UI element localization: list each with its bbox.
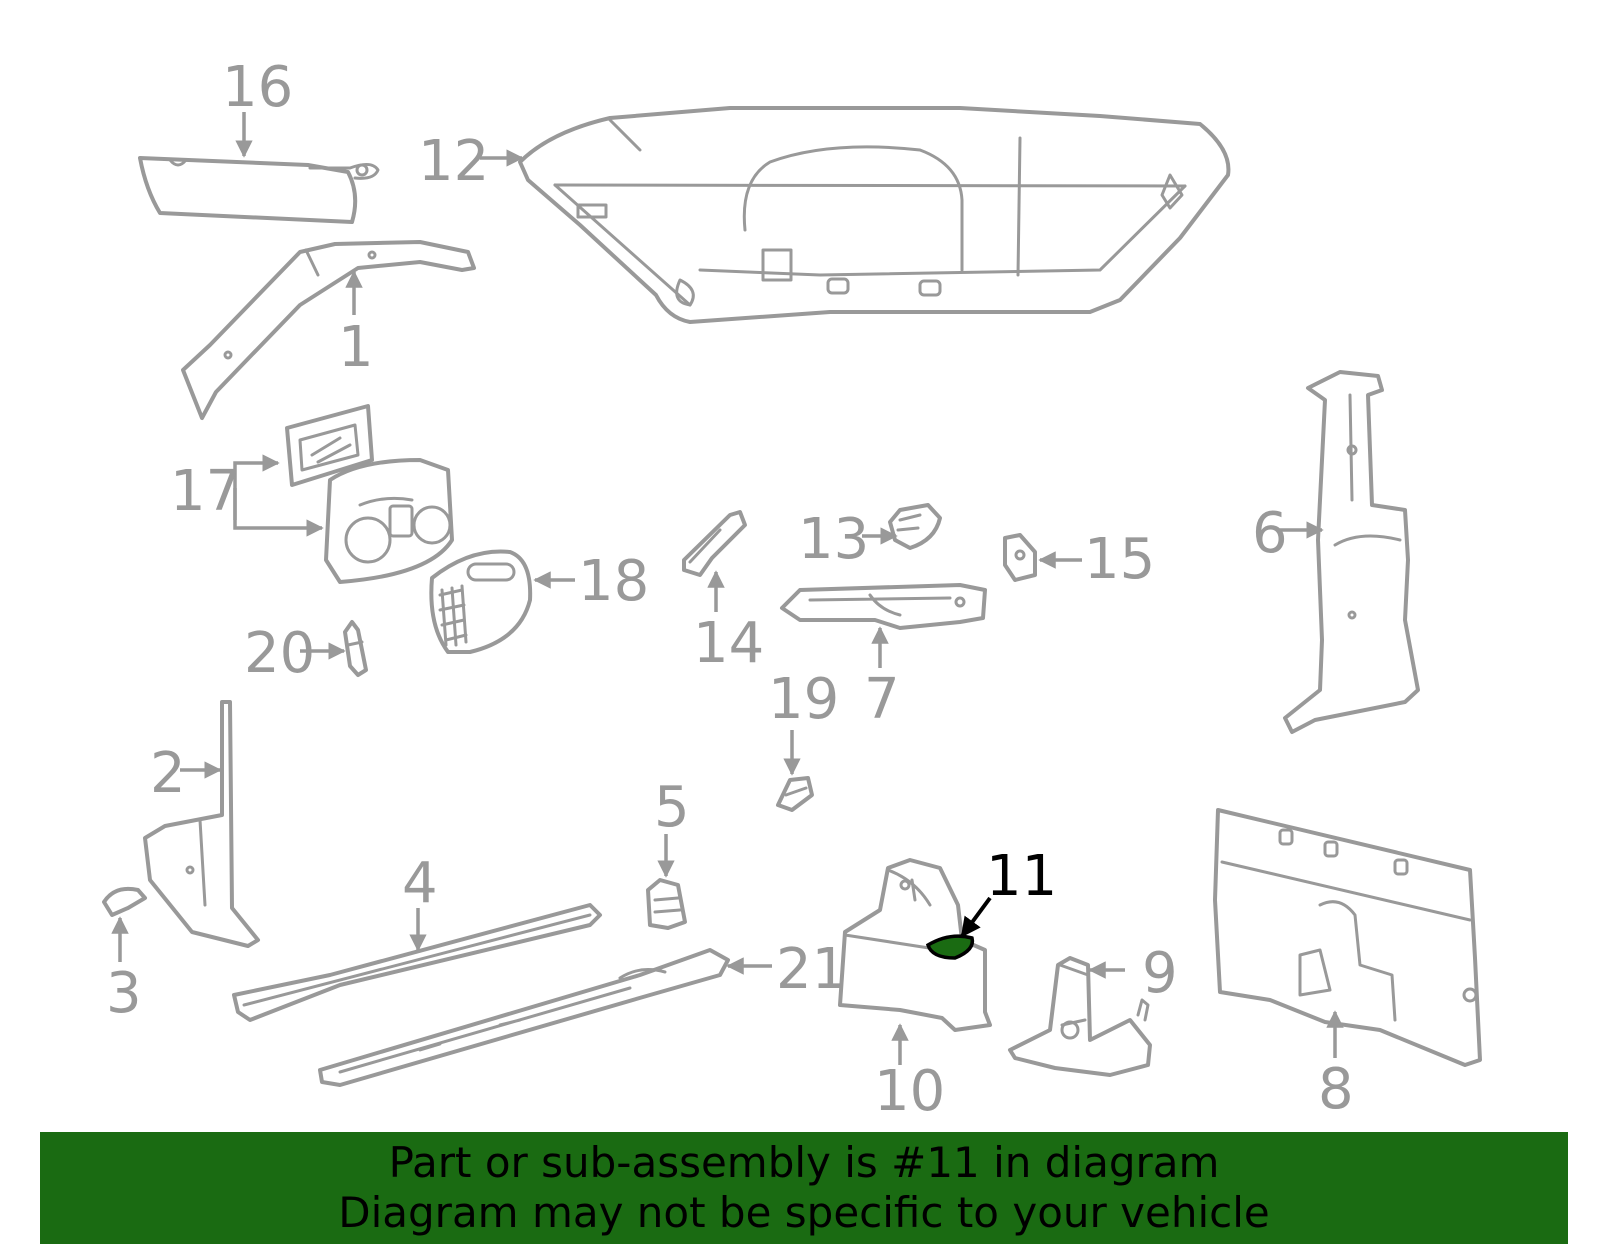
callout-13: 13 [798, 507, 869, 572]
callout-7: 7 [864, 667, 900, 732]
part-1-a-pillar-trim[interactable] [181, 240, 476, 420]
part-7-trim-bracket[interactable] [780, 583, 987, 630]
callout-16: 16 [222, 55, 293, 120]
banner-line-2: Diagram may not be specific to your vehi… [338, 1188, 1270, 1237]
callout-1: 1 [338, 315, 374, 380]
part-11-cap-highlighted[interactable] [925, 934, 975, 960]
callout-21: 21 [776, 937, 847, 1002]
callout-11: 11 [986, 844, 1057, 909]
arrow-11 [960, 896, 992, 938]
arrow-17a [233, 454, 280, 520]
callout-20: 20 [244, 621, 315, 686]
callout-3: 3 [106, 961, 142, 1026]
part-3-push-pin[interactable] [102, 886, 147, 917]
callout-2: 2 [150, 741, 186, 806]
part-13-clip[interactable] [888, 503, 942, 550]
callout-4: 4 [402, 851, 438, 916]
callout-10: 10 [874, 1059, 945, 1124]
part-9-buckle-bracket[interactable] [1008, 956, 1152, 1077]
part-14-bracket[interactable] [682, 510, 747, 577]
callout-18: 18 [578, 549, 649, 614]
part-18-lamp-lens[interactable] [429, 549, 533, 654]
part-21-scuff-plate[interactable] [318, 948, 730, 1087]
callout-12: 12 [418, 129, 489, 194]
arrow-17b [233, 488, 324, 537]
callout-19: 19 [768, 667, 839, 732]
callout-15: 15 [1084, 527, 1155, 592]
part-2-pillar-trim[interactable] [143, 700, 260, 948]
part-16-sun-visor[interactable] [138, 156, 380, 224]
part-15-clip[interactable] [1003, 533, 1037, 582]
part-5-bracket[interactable] [646, 878, 687, 930]
callout-5: 5 [654, 775, 690, 840]
info-banner: Part or sub-assembly is #11 in diagram D… [40, 1132, 1568, 1244]
part-20-bulb[interactable] [343, 620, 368, 677]
banner-line-1: Part or sub-assembly is #11 in diagram [388, 1138, 1220, 1187]
callout-17: 17 [170, 459, 241, 524]
part-12-headliner[interactable] [518, 106, 1231, 324]
part-17-overhead-console[interactable] [285, 404, 454, 584]
part-19-bulb[interactable] [776, 776, 814, 812]
callout-14: 14 [693, 611, 764, 676]
callout-6: 6 [1252, 501, 1288, 566]
part-6-b-pillar-trim[interactable] [1283, 370, 1420, 734]
callout-8: 8 [1318, 1057, 1354, 1122]
callout-9: 9 [1142, 941, 1178, 1006]
part-8-back-panel[interactable] [1213, 808, 1482, 1067]
